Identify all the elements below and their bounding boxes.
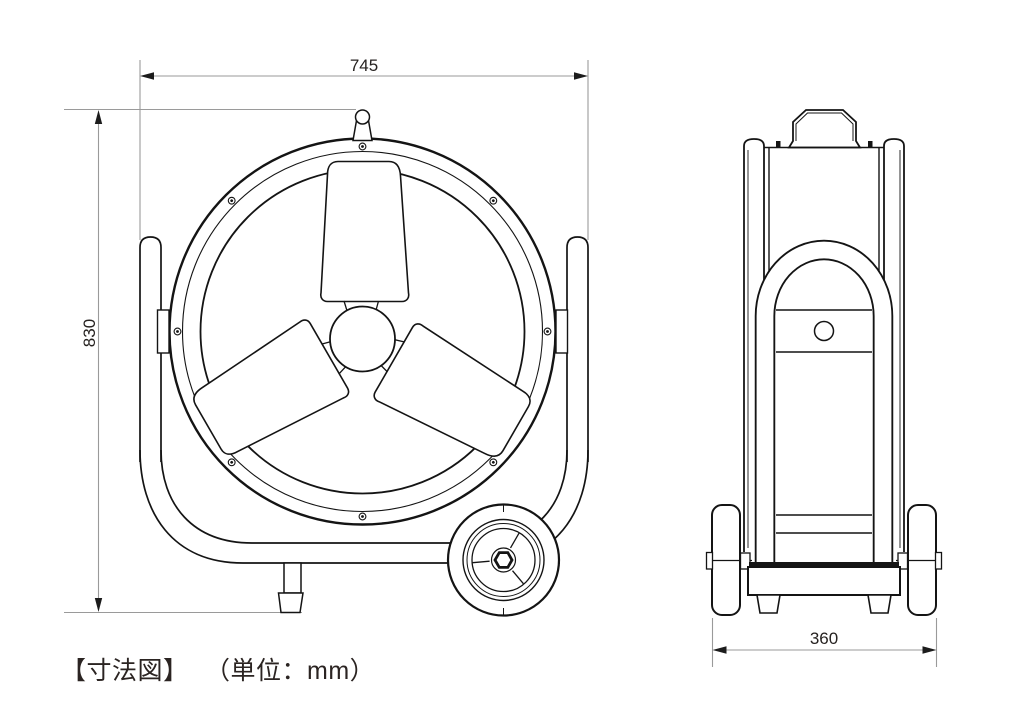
- screw-icon: [776, 141, 781, 147]
- knob-tip: [354, 109, 371, 125]
- caption-title: 【寸法図】: [61, 657, 189, 685]
- frame-bottom-inner-left: [160, 449, 473, 544]
- ring-clamp-left: [156, 309, 170, 354]
- axle-nut-icon: [493, 551, 514, 569]
- fan-blades: [184, 160, 538, 469]
- fan-hub: [329, 305, 396, 373]
- base-plate: [747, 566, 901, 596]
- foot-stem: [283, 562, 302, 594]
- caption-unit: （単位：mm）: [217, 657, 376, 685]
- dim-depth-360: [711, 618, 938, 667]
- arrow-up-icon: [94, 110, 103, 124]
- wheel-disc: [471, 527, 536, 593]
- axle-cap-right: [934, 551, 943, 570]
- dim-depth-value: 360: [810, 629, 838, 648]
- grip-hole: [813, 320, 835, 342]
- dim-height-value: 830: [80, 319, 99, 347]
- dim-height-830: [64, 108, 356, 614]
- frame-tube-right: [566, 236, 589, 462]
- arrow-left-icon: [140, 72, 154, 80]
- side-view: [705, 109, 943, 616]
- dim-width-value: 745: [350, 56, 378, 75]
- dim-depth-arrows: [712, 646, 937, 654]
- frame-bottom-outer-left: [139, 449, 560, 564]
- ring-rivets: [173, 142, 552, 521]
- frame-tube-left: [139, 236, 162, 462]
- fan-ring-inner: [181, 150, 544, 513]
- base-foot-right: [867, 594, 892, 614]
- handle-arch: [754, 239, 894, 562]
- fan-blade: [319, 160, 410, 315]
- axle-nut-left: [739, 552, 751, 570]
- rim-inner: [466, 523, 541, 597]
- dim-width-745: [139, 60, 589, 240]
- axle-cap-left: [705, 551, 714, 570]
- dim-height-arrows: [94, 110, 103, 612]
- rivet-icon: [358, 142, 367, 151]
- arrow-left-icon: [712, 646, 727, 654]
- front-view-wheel: [446, 503, 561, 617]
- wheel-spokes: [472, 532, 524, 585]
- carry-knob-inner-line: [795, 112, 854, 141]
- arrow-right-icon: [574, 72, 588, 80]
- caption: 【寸法図】 （単位：mm）: [61, 651, 375, 687]
- front-view: [139, 109, 589, 617]
- carry-knob: [352, 109, 373, 142]
- ring-clamp-right: [555, 309, 569, 354]
- foot-pad: [277, 592, 304, 614]
- dim-width-arrows: [140, 72, 588, 80]
- carry-knob-side: [787, 109, 862, 149]
- arrow-down-icon: [94, 598, 103, 612]
- axle-nut-right: [897, 552, 909, 570]
- screw-icon: [868, 141, 873, 147]
- arrow-right-icon: [922, 646, 937, 654]
- base-foot-left: [756, 594, 781, 614]
